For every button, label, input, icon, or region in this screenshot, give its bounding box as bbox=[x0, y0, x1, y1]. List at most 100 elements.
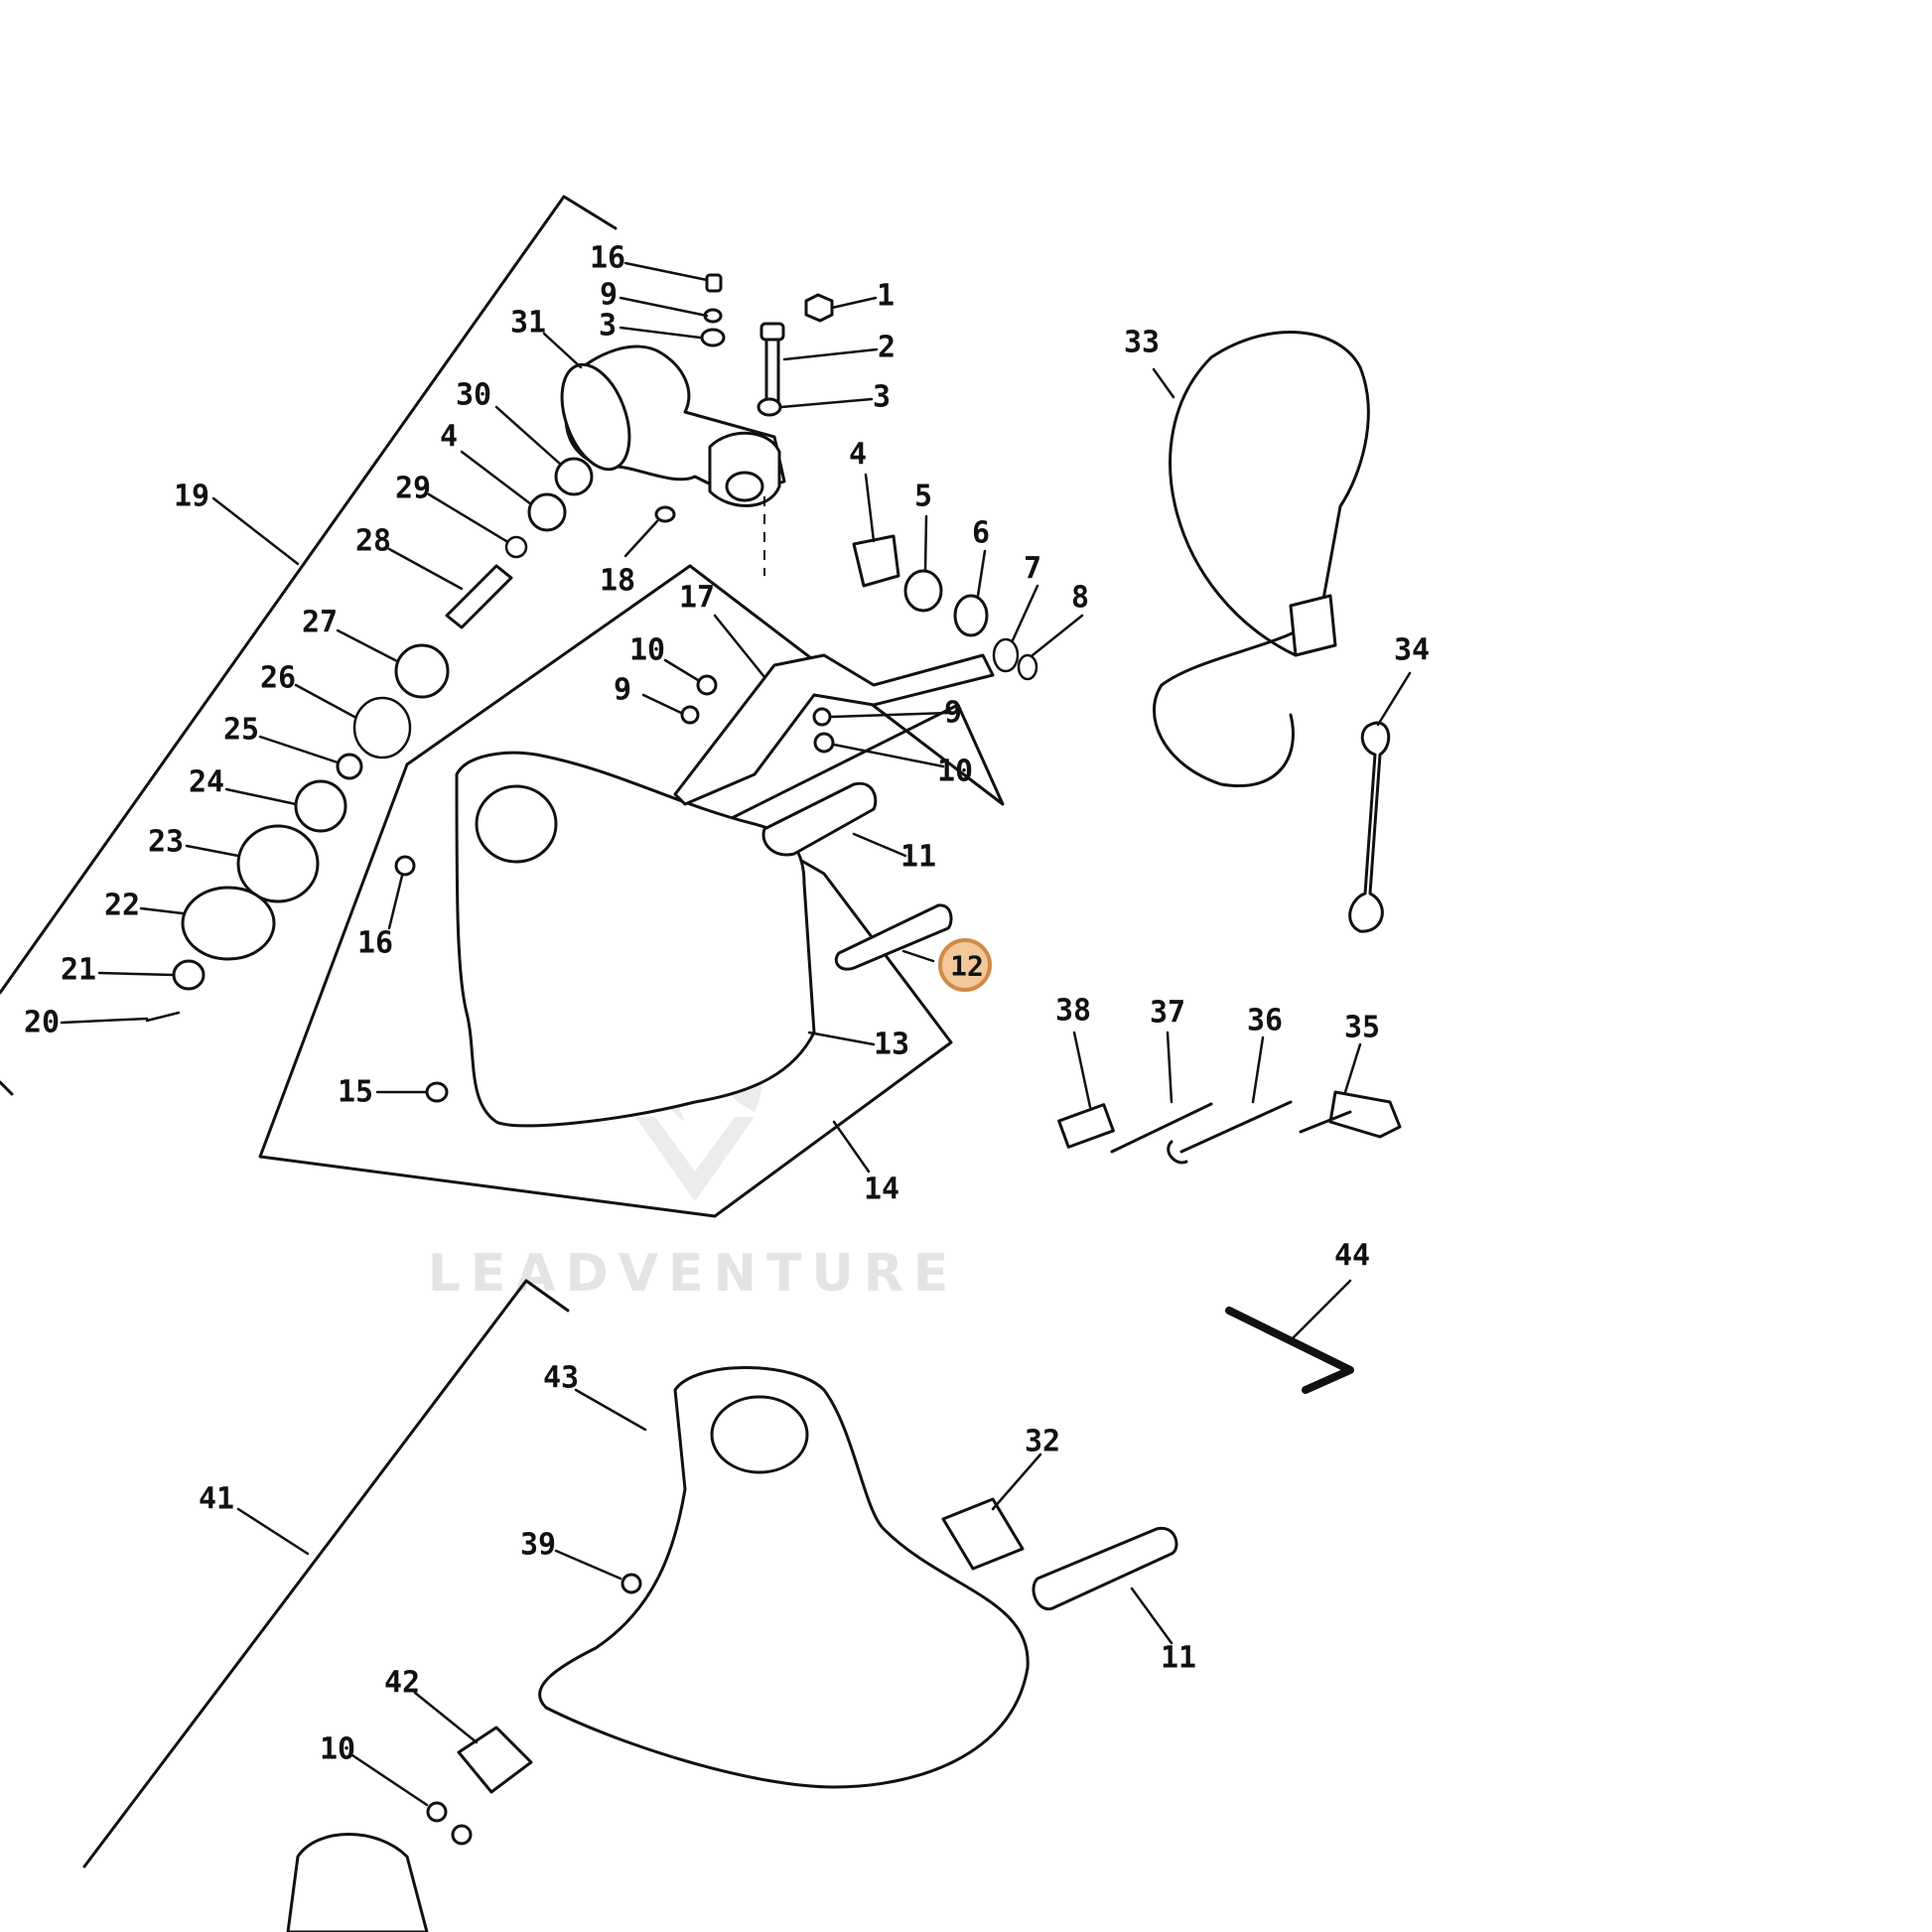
leader-22 bbox=[139, 906, 185, 915]
bearing-5 bbox=[903, 569, 943, 613]
callout-10b[interactable]: 10 bbox=[937, 755, 973, 789]
pin-20 bbox=[145, 1011, 181, 1023]
callout-9c[interactable]: 9 bbox=[944, 696, 962, 731]
callout-1[interactable]: 1 bbox=[877, 279, 895, 314]
screw-16a bbox=[705, 273, 723, 293]
callout-29[interactable]: 29 bbox=[395, 472, 431, 506]
callout-28[interactable]: 28 bbox=[355, 524, 391, 559]
shaft-clamp-bore bbox=[725, 471, 764, 502]
callout-9a[interactable]: 9 bbox=[600, 278, 618, 313]
bolt-2-head bbox=[759, 322, 785, 342]
callout-18[interactable]: 18 bbox=[600, 564, 635, 599]
callout-16b[interactable]: 16 bbox=[357, 926, 393, 961]
callout-24[interactable]: 24 bbox=[189, 765, 224, 800]
callout-32[interactable]: 32 bbox=[1025, 1425, 1060, 1459]
guard-group-outline bbox=[258, 564, 1005, 1218]
callout-44[interactable]: 44 bbox=[1334, 1239, 1370, 1274]
callout-27[interactable]: 27 bbox=[302, 606, 338, 640]
leader-10c bbox=[350, 1753, 429, 1807]
leader-18 bbox=[623, 519, 659, 558]
leader-38 bbox=[1072, 1031, 1092, 1109]
callout-38[interactable]: 38 bbox=[1055, 994, 1091, 1029]
leader-5 bbox=[923, 514, 928, 573]
callout-22[interactable]: 22 bbox=[104, 889, 140, 923]
upper-guard bbox=[394, 653, 995, 1128]
gear-case-flange bbox=[560, 362, 631, 472]
callout-33[interactable]: 33 bbox=[1124, 326, 1160, 360]
pad-32 bbox=[941, 1497, 1025, 1571]
highlight-marker-12[interactable] bbox=[938, 938, 992, 992]
callout-13[interactable]: 13 bbox=[874, 1028, 909, 1062]
callout-31[interactable]: 31 bbox=[510, 306, 546, 341]
callout-10c[interactable]: 10 bbox=[320, 1732, 355, 1767]
callout-26[interactable]: 26 bbox=[260, 661, 296, 696]
callout-30[interactable]: 30 bbox=[456, 378, 491, 413]
callout-3a[interactable]: 3 bbox=[599, 309, 617, 344]
callout-6[interactable]: 6 bbox=[972, 516, 990, 551]
hex-key-44 bbox=[1225, 1307, 1354, 1394]
callout-9b[interactable]: 9 bbox=[614, 673, 631, 708]
ring-26 bbox=[352, 696, 412, 759]
leader-35 bbox=[1343, 1042, 1362, 1094]
callout-5[interactable]: 5 bbox=[914, 480, 932, 514]
callout-37[interactable]: 37 bbox=[1150, 996, 1185, 1031]
callout-19[interactable]: 19 bbox=[174, 480, 209, 514]
cover-11b bbox=[1032, 1526, 1178, 1611]
leader-36 bbox=[1251, 1035, 1265, 1104]
lockwasher-9b bbox=[680, 705, 700, 725]
part-4-upper bbox=[527, 492, 567, 532]
leader-42 bbox=[413, 1691, 479, 1744]
leader-8 bbox=[1031, 614, 1084, 657]
callout-15[interactable]: 15 bbox=[338, 1075, 373, 1110]
callout-10a[interactable]: 10 bbox=[629, 633, 665, 668]
plug-wrench-35 bbox=[1328, 1090, 1402, 1139]
screw-39 bbox=[621, 1573, 642, 1594]
leader-32 bbox=[991, 1452, 1042, 1511]
leader-13 bbox=[807, 1031, 876, 1046]
callout-43[interactable]: 43 bbox=[543, 1361, 579, 1396]
callout-12-highlighted[interactable]: 12 bbox=[950, 950, 984, 983]
nut-15 bbox=[425, 1081, 449, 1103]
leader-3b bbox=[779, 397, 874, 409]
leader-21 bbox=[97, 971, 176, 977]
callout-16a[interactable]: 16 bbox=[590, 241, 625, 276]
leader-16a bbox=[623, 261, 709, 282]
callout-34[interactable]: 34 bbox=[1394, 633, 1430, 668]
leader-4b bbox=[864, 473, 876, 543]
callout-21[interactable]: 21 bbox=[61, 953, 96, 988]
callout-20[interactable]: 20 bbox=[24, 1006, 60, 1040]
callout-4a[interactable]: 4 bbox=[440, 420, 458, 455]
callout-7[interactable]: 7 bbox=[1024, 552, 1041, 587]
bearing-6 bbox=[953, 594, 989, 637]
callout-23[interactable]: 23 bbox=[148, 825, 184, 860]
wrench-36 bbox=[1167, 1100, 1293, 1165]
callout-35[interactable]: 35 bbox=[1344, 1011, 1380, 1045]
callout-14[interactable]: 14 bbox=[864, 1173, 899, 1207]
leader-2 bbox=[782, 347, 879, 361]
callout-2[interactable]: 2 bbox=[878, 331, 896, 365]
callout-3b[interactable]: 3 bbox=[873, 380, 891, 415]
callout-39[interactable]: 39 bbox=[520, 1528, 556, 1563]
leader-10b bbox=[832, 743, 945, 768]
callout-41[interactable]: 41 bbox=[199, 1482, 234, 1517]
gearbox-group-lower-tick bbox=[0, 1080, 14, 1096]
callout-11b[interactable]: 11 bbox=[1161, 1641, 1196, 1676]
callout-11a[interactable]: 11 bbox=[900, 840, 936, 875]
part-29 bbox=[504, 535, 528, 559]
leader-24 bbox=[224, 787, 298, 806]
leader-26 bbox=[294, 683, 356, 719]
guard-43-bore bbox=[710, 1395, 809, 1474]
nut-10c-a bbox=[426, 1801, 448, 1823]
callout-8[interactable]: 8 bbox=[1071, 581, 1089, 616]
callout-25[interactable]: 25 bbox=[223, 713, 259, 748]
callout-36[interactable]: 36 bbox=[1247, 1004, 1283, 1038]
leader-11a bbox=[852, 832, 907, 858]
leader-41 bbox=[236, 1507, 310, 1556]
callout-4b[interactable]: 4 bbox=[849, 438, 867, 473]
callout-17[interactable]: 17 bbox=[679, 581, 715, 616]
harness-33 bbox=[1153, 331, 1370, 787]
leader-44 bbox=[1289, 1279, 1352, 1342]
leader-17 bbox=[713, 614, 766, 679]
callout-42[interactable]: 42 bbox=[384, 1666, 420, 1701]
